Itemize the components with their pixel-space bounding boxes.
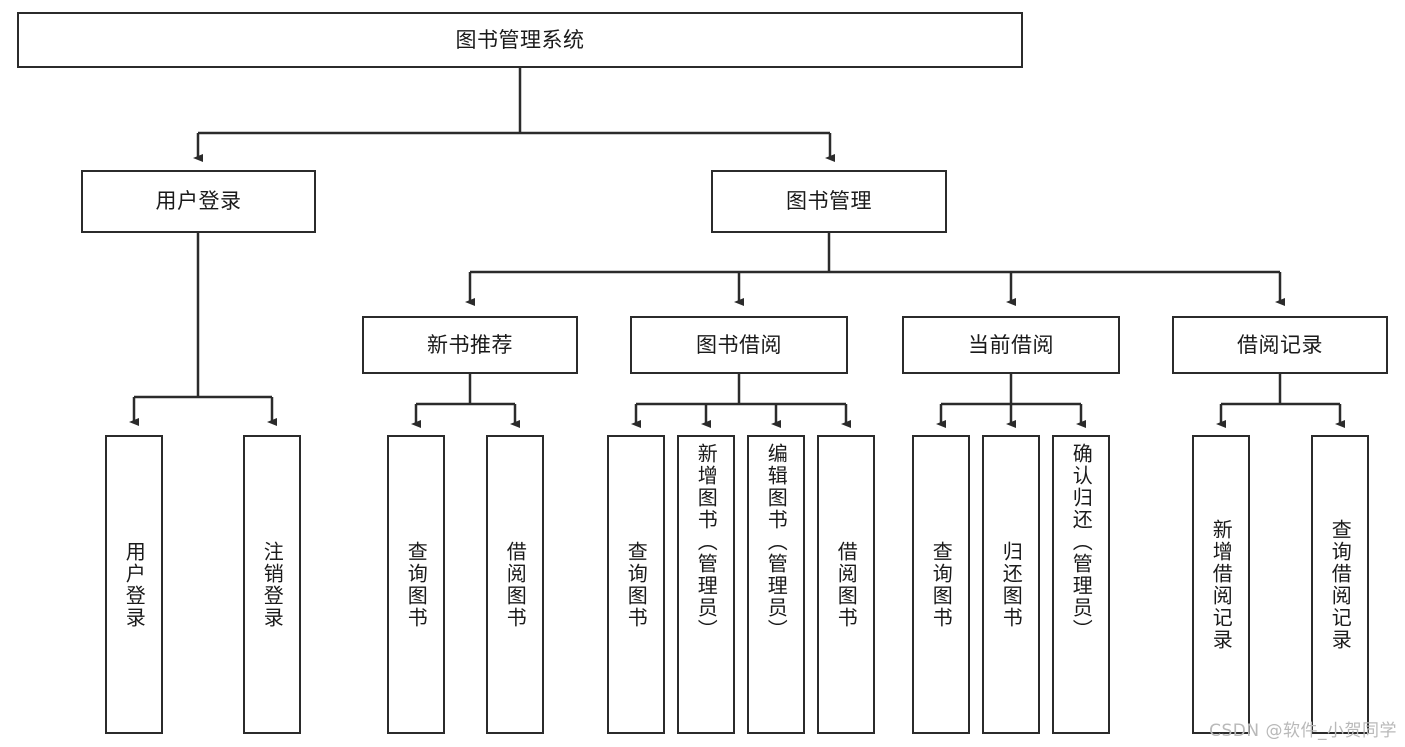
node-label: 当前借阅 [968,332,1054,357]
leaf-current-query-book[interactable]: 查询图书 [912,435,970,734]
node-book-borrow[interactable]: 图书借阅 [630,316,848,374]
node-label: 用户登录 [122,540,147,629]
watermark: CSDN @软件_小贺同学 [1209,721,1397,741]
leaf-recommend-borrow-book[interactable]: 借阅图书 [486,435,544,734]
node-label: 用户登录 [155,189,242,214]
node-label: 新书推荐 [427,332,513,357]
node-label: 确认归还（管理员） [1069,443,1094,641]
leaf-current-return-book[interactable]: 归还图书 [982,435,1040,734]
node-label: 编辑图书（管理员） [764,443,789,641]
node-current-borrow[interactable]: 当前借阅 [902,316,1120,374]
node-borrow-record[interactable]: 借阅记录 [1172,316,1388,374]
leaf-current-confirm-return-admin[interactable]: 确认归还（管理员） [1052,435,1110,734]
node-label: 新增借阅记录 [1209,518,1234,651]
node-label: 查询图书 [404,540,429,629]
node-label: 图书管理系统 [455,27,585,52]
node-label: 注销登录 [260,540,285,629]
leaf-borrow-edit-book-admin[interactable]: 编辑图书（管理员） [747,435,805,734]
node-new-book-recommend[interactable]: 新书推荐 [362,316,578,374]
node-user-login[interactable]: 用户登录 [81,170,316,233]
node-label: 图书借阅 [696,332,782,357]
node-label: 查询借阅记录 [1328,518,1353,651]
node-root-book-management-system[interactable]: 图书管理系统 [17,12,1023,68]
node-label: 借阅图书 [834,540,859,629]
node-label: 归还图书 [999,540,1024,629]
leaf-recommend-query-book[interactable]: 查询图书 [387,435,445,734]
node-label: 查询图书 [624,540,649,629]
node-label: 图书管理 [786,189,872,214]
node-book-management[interactable]: 图书管理 [711,170,947,233]
leaf-borrow-query-book[interactable]: 查询图书 [607,435,665,734]
node-label: 借阅记录 [1237,332,1323,357]
leaf-record-add-borrow-record[interactable]: 新增借阅记录 [1192,435,1250,734]
leaf-user-login-signin[interactable]: 用户登录 [105,435,163,734]
node-label: 借阅图书 [503,540,528,629]
leaf-borrow-add-book-admin[interactable]: 新增图书（管理员） [677,435,735,734]
node-label: 新增图书（管理员） [694,443,719,641]
leaf-record-query-borrow-record[interactable]: 查询借阅记录 [1311,435,1369,734]
node-label: 查询图书 [929,540,954,629]
leaf-borrow-borrow-book[interactable]: 借阅图书 [817,435,875,734]
leaf-user-login-signout[interactable]: 注销登录 [243,435,301,734]
